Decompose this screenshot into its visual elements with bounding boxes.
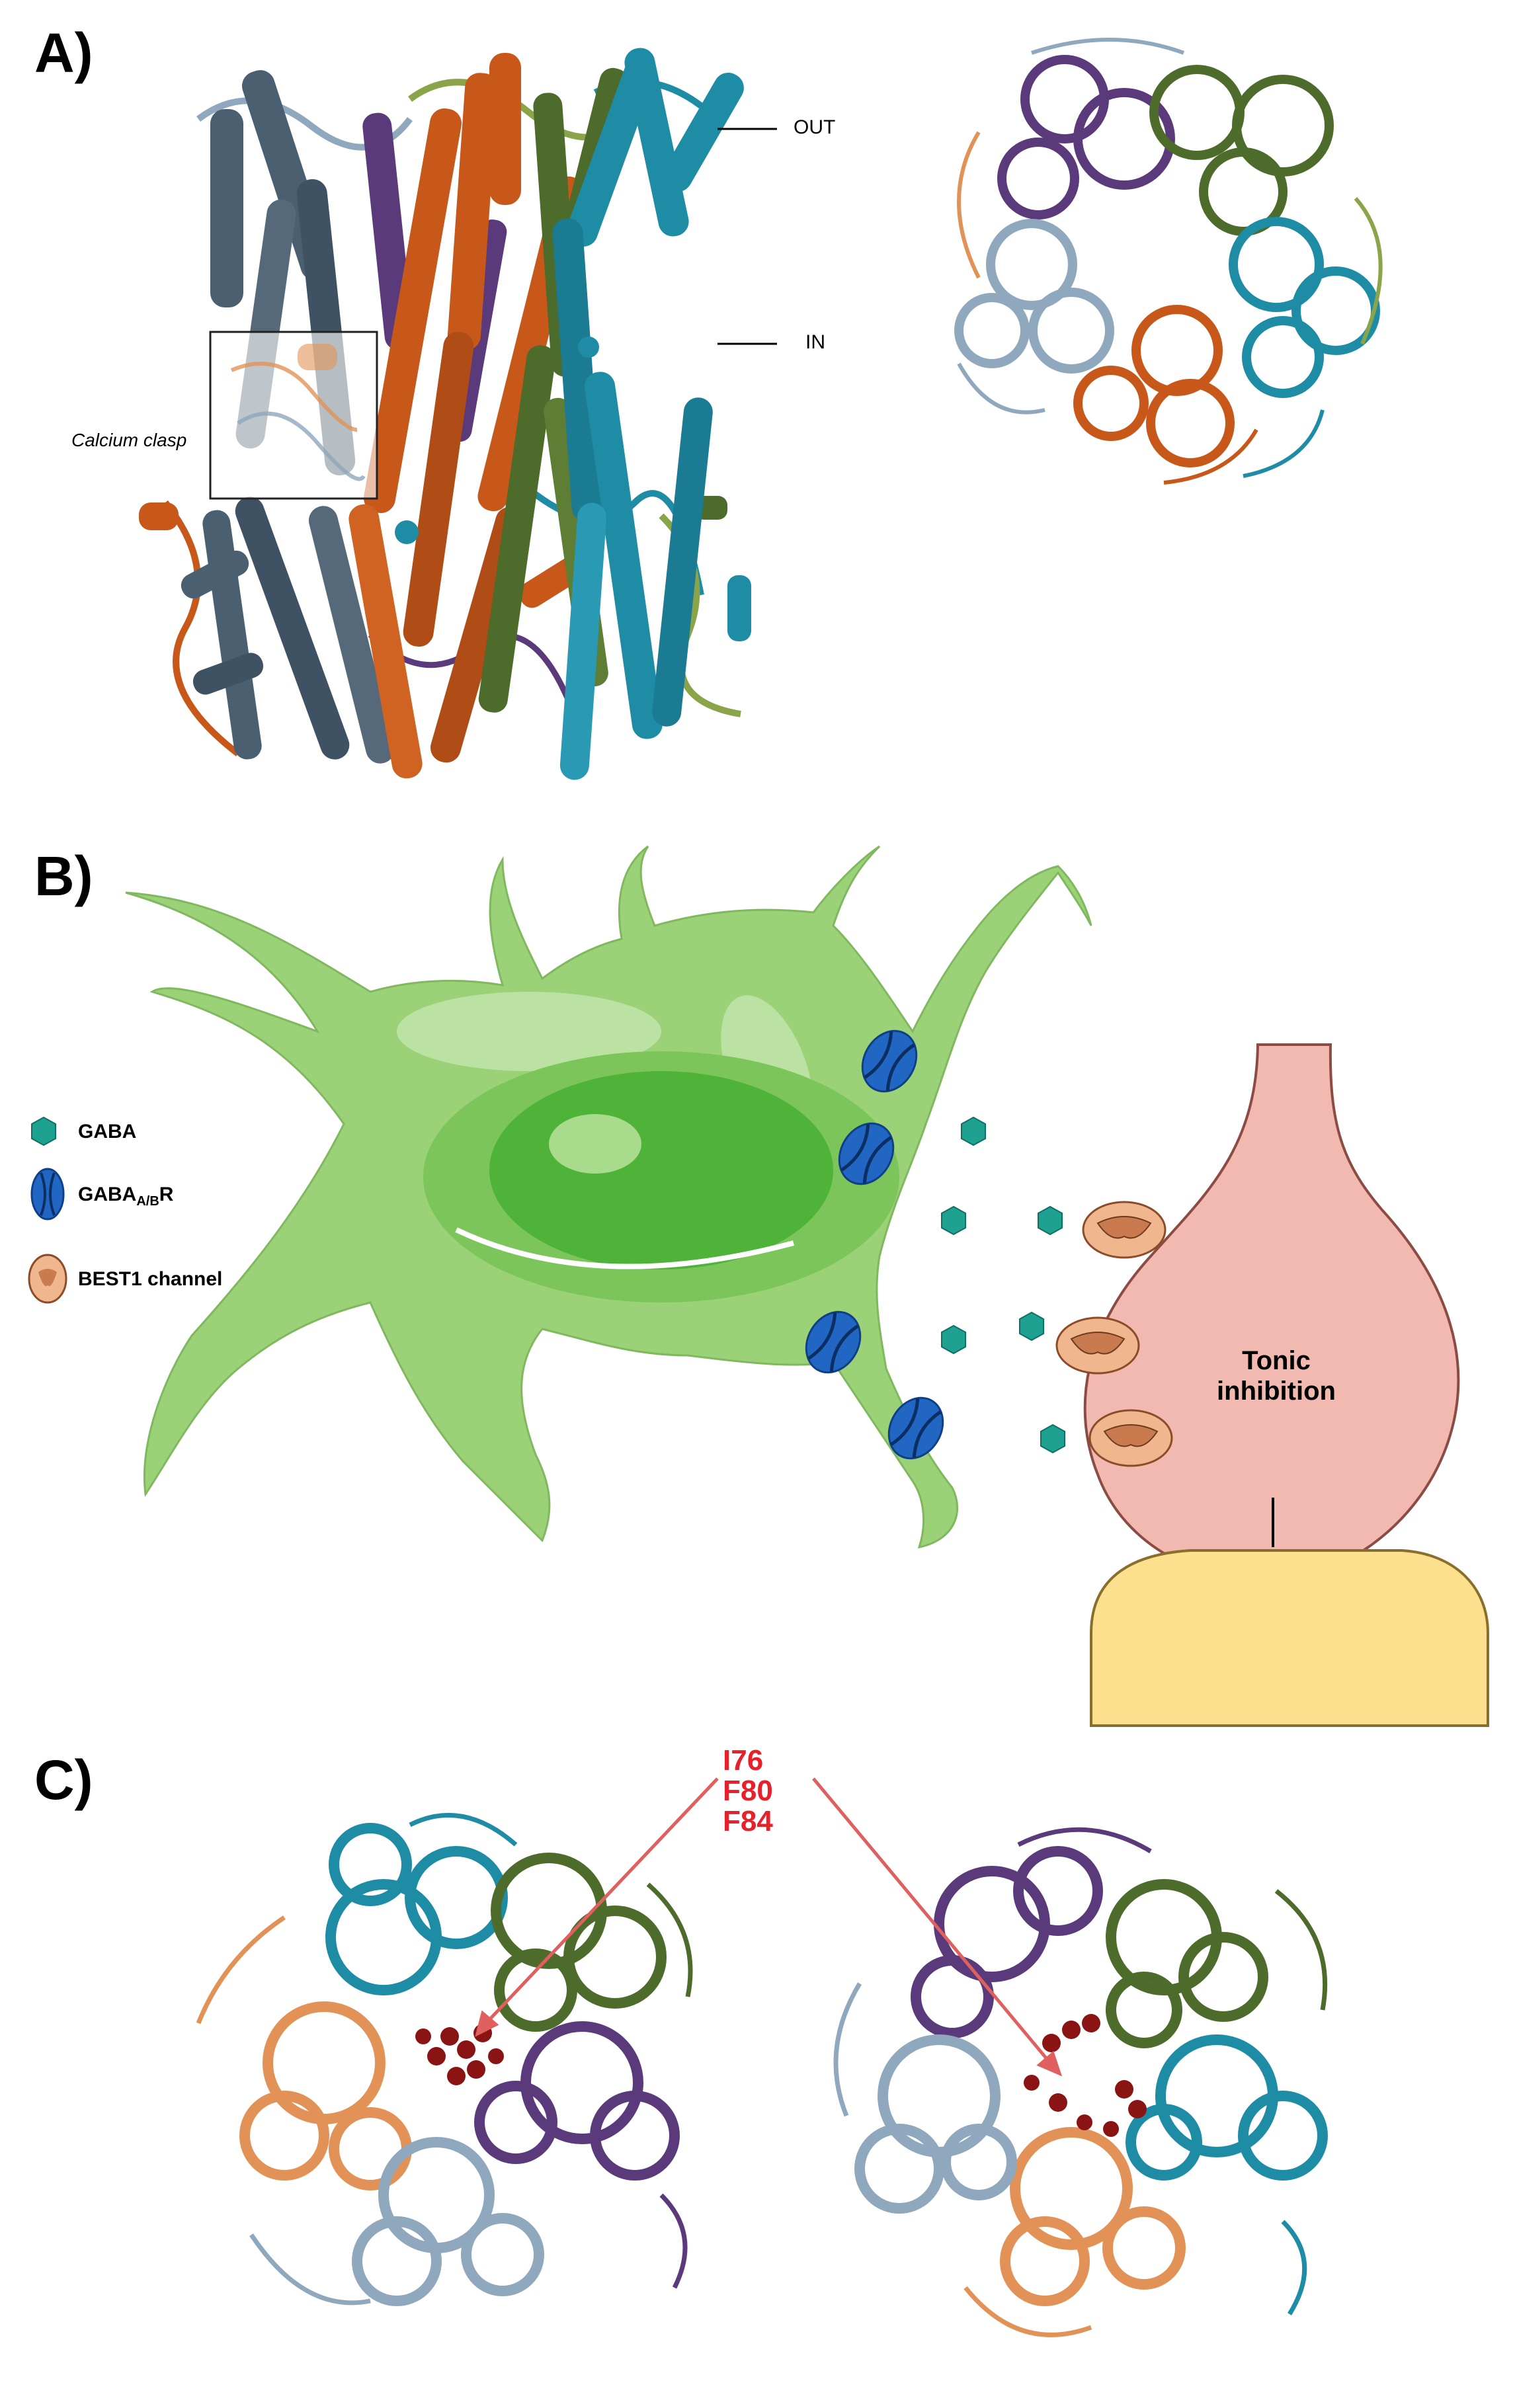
tonic-line-2: inhibition (1217, 1377, 1336, 1406)
postsynaptic-terminal (1090, 1549, 1489, 1727)
legend-receptor-main: GABA (78, 1184, 137, 1205)
nucleus (423, 1051, 899, 1303)
astrocyte-highlights (397, 992, 813, 1147)
out-label: OUT (794, 116, 836, 138)
right-structure (854, 1846, 1328, 2306)
legend-best1-icon (28, 1254, 67, 1304)
panel-c-letter: C) (34, 1749, 93, 1811)
legend-receptor-label: GABAA/BR (78, 1184, 173, 1209)
presynaptic-terminal (1083, 1043, 1460, 1582)
left-structure (239, 1823, 680, 2306)
legend-receptor-suffix: R (159, 1184, 174, 1205)
residue-labels: I76 F80 F84 (723, 1744, 773, 1838)
legend-gaba-icon (31, 1116, 56, 1146)
calcium-clasp-label: Calcium clasp (71, 430, 187, 450)
in-label: IN (805, 331, 825, 353)
residue-3: F84 (723, 1805, 773, 1838)
legend-gaba-label: GABA (78, 1121, 137, 1143)
panel-a-letter: A) (34, 22, 93, 84)
right-pore-residues (1024, 2014, 1147, 2137)
residue-2: F80 (723, 1775, 773, 1808)
left-pore-residues (415, 2024, 504, 2085)
gaba-molecules (941, 1116, 1065, 1454)
legend-best1-label: BEST1 channel (78, 1268, 223, 1290)
legend-receptor-sub: A/B (136, 1194, 159, 1209)
tonic-line-1: Tonic (1242, 1346, 1311, 1375)
tonic-inhibition-label: Tonic inhibition (1190, 1345, 1362, 1406)
astrocyte (125, 845, 1092, 1548)
gaba-receptors (805, 1029, 944, 1460)
side-view-helices (139, 48, 751, 780)
panel-b-letter: B) (34, 845, 93, 907)
best1-channels (1055, 1201, 1173, 1467)
residue-1: I76 (723, 1744, 764, 1777)
top-view-ribbons (954, 55, 1380, 467)
legend-receptor-icon (30, 1168, 65, 1221)
